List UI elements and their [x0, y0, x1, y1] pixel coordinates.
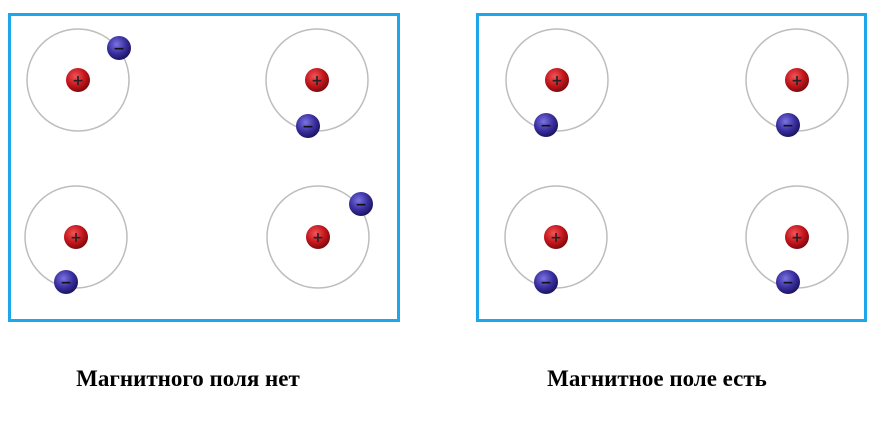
panel-frame-with-field [476, 13, 867, 322]
panel-frame-no-field [8, 13, 400, 322]
atom: +− [504, 185, 608, 294]
atom: +− [265, 28, 369, 138]
orbit [266, 185, 370, 289]
plus-sign: + [791, 73, 803, 89]
nucleus [785, 225, 809, 249]
minus-sign: − [60, 275, 72, 291]
atom: +− [26, 28, 131, 132]
plus-sign: + [791, 230, 803, 246]
electron [776, 270, 800, 294]
atom: +− [745, 185, 849, 294]
electron [534, 270, 558, 294]
plus-sign: + [70, 230, 82, 246]
minus-sign: − [540, 275, 552, 291]
atom: +− [505, 28, 609, 137]
nucleus [306, 225, 330, 249]
electron [349, 192, 373, 216]
plus-sign: + [72, 73, 84, 89]
minus-sign: − [540, 118, 552, 134]
minus-sign: − [302, 119, 314, 135]
plus-sign: + [311, 73, 323, 89]
atom: +− [266, 185, 373, 289]
minus-sign: − [782, 275, 794, 291]
plus-sign: + [550, 230, 562, 246]
minus-sign: − [782, 118, 794, 134]
nucleus [64, 225, 88, 249]
electron [54, 270, 78, 294]
electron [534, 113, 558, 137]
caption-no-field: Магнитного поля нет [76, 366, 300, 391]
electron [776, 113, 800, 137]
orbit [26, 28, 130, 132]
caption-with-field: Магнитное поле есть [547, 366, 767, 391]
minus-sign: − [113, 41, 125, 57]
electron [107, 36, 131, 60]
nucleus [544, 225, 568, 249]
nucleus [305, 68, 329, 92]
electron [296, 114, 320, 138]
plus-sign: + [312, 230, 324, 246]
nucleus [785, 68, 809, 92]
plus-sign: + [551, 73, 563, 89]
atom: +− [24, 185, 128, 294]
minus-sign: − [355, 197, 367, 213]
orbit [505, 28, 609, 132]
nucleus [545, 68, 569, 92]
atom: +− [745, 28, 849, 137]
nucleus [66, 68, 90, 92]
